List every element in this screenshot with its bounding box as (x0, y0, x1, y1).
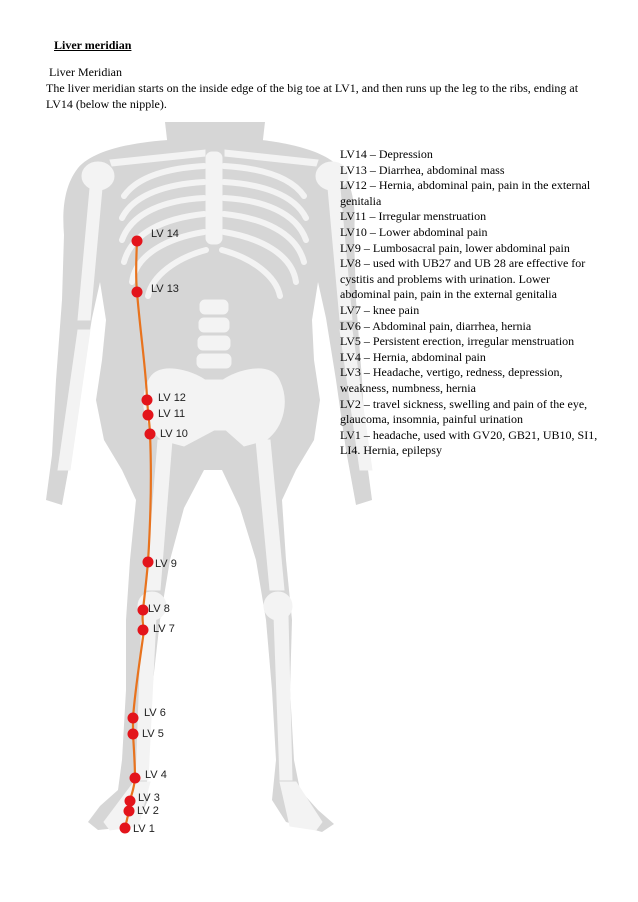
point-label-lv4: LV 4 (145, 769, 167, 781)
point-lv13: LV 13 (131, 283, 179, 298)
point-indications-list: LV14 – Depression LV13 – Diarrhea, abdom… (340, 147, 602, 459)
list-item-lv13: LV13 – Diarrhea, abdominal mass (340, 162, 505, 177)
intro-subheading: Liver Meridian (49, 65, 122, 79)
point-label-lv8: LV 8 (148, 603, 170, 615)
right-femur (255, 439, 285, 591)
point-lv1: LV 1 (119, 822, 155, 835)
point-label-lv2: LV 2 (137, 805, 159, 817)
sternum (205, 151, 223, 245)
lumbar-spine (196, 299, 232, 369)
point-label-lv1: LV 1 (133, 823, 155, 835)
point-lv5: LV 5 (127, 728, 164, 740)
intro-paragraph: Liver Meridian The liver meridian starts… (46, 64, 606, 112)
list-item-lv12: LV12 – Hernia, abdominal pain, pain in t… (340, 178, 591, 208)
point-label-lv3: LV 3 (138, 792, 160, 804)
left-shoulder-joint (81, 161, 115, 191)
rib-cage (119, 163, 309, 299)
point-lv9: LV 9 (142, 556, 177, 570)
right-clavicle (224, 149, 319, 167)
list-item-lv1: LV1 – headache, used with GV20, GB21, UB… (340, 427, 598, 458)
intro-text: The liver meridian starts on the inside … (46, 81, 579, 111)
point-lv10: LV 10 (144, 428, 188, 440)
meridian-line (123, 240, 152, 829)
left-humerus (77, 187, 103, 321)
right-tibia (273, 615, 293, 781)
point-lv7: LV 7 (137, 623, 175, 636)
list-item-lv4: LV4 – Hernia, abdominal pain (340, 349, 486, 364)
point-lv3: LV 3 (124, 792, 160, 807)
point-lv2: LV 2 (123, 805, 159, 817)
point-lv14: LV 14 (131, 228, 179, 247)
point-label-lv10: LV 10 (160, 428, 188, 440)
page-heading: Liver meridian (54, 38, 132, 52)
skeleton (57, 149, 373, 831)
list-item-lv7: LV7 – knee pain (340, 302, 420, 317)
left-clavicle (109, 149, 206, 167)
list-item-lv3: LV3 – Headache, vertigo, redness, depres… (340, 365, 563, 395)
list-item-lv6: LV6 – Abdominal pain, diarrhea, hernia (340, 318, 532, 333)
point-lv4: LV 4 (129, 769, 167, 784)
point-label-lv5: LV 5 (142, 728, 164, 740)
point-label-lv11: LV 11 (158, 408, 185, 420)
list-item-lv9: LV9 – Lumbosacral pain, lower abdominal … (340, 240, 570, 255)
acupoints: LV 14 LV 13 LV 12 LV 11 LV 10 LV 9 LV 8 … (119, 228, 188, 835)
point-label-lv7: LV 7 (153, 623, 175, 635)
right-humerus (327, 187, 353, 321)
torso-shape (46, 140, 372, 832)
point-lv12: LV 12 (141, 392, 186, 406)
list-item-lv2: LV2 – travel sickness, swelling and pain… (340, 396, 588, 427)
right-foot-bones (279, 781, 323, 831)
list-item-lv5: LV5 – Persistent erection, irregular men… (340, 334, 575, 349)
body-silhouette (46, 122, 372, 832)
right-forearm-bones (339, 329, 373, 471)
point-lv11: LV 11 (142, 408, 185, 421)
left-forearm-bones (57, 329, 91, 471)
point-label-lv9: LV 9 (155, 558, 177, 570)
list-item-lv14: LV14 – Depression (340, 147, 433, 161)
list-item-lv10: LV10 – Lower abdominal pain (340, 224, 488, 239)
point-lv8: LV 8 (137, 603, 170, 616)
point-label-lv14: LV 14 (151, 228, 179, 240)
point-label-lv13: LV 13 (151, 283, 179, 295)
point-label-lv12: LV 12 (158, 392, 186, 404)
list-item-lv11: LV11 – Irregular menstruation (340, 209, 487, 224)
list-item-lv8: LV8 – used with UB27 and UB 28 are effec… (340, 256, 586, 302)
point-label-lv6: LV 6 (144, 707, 166, 719)
point-lv6: LV 6 (127, 707, 166, 724)
